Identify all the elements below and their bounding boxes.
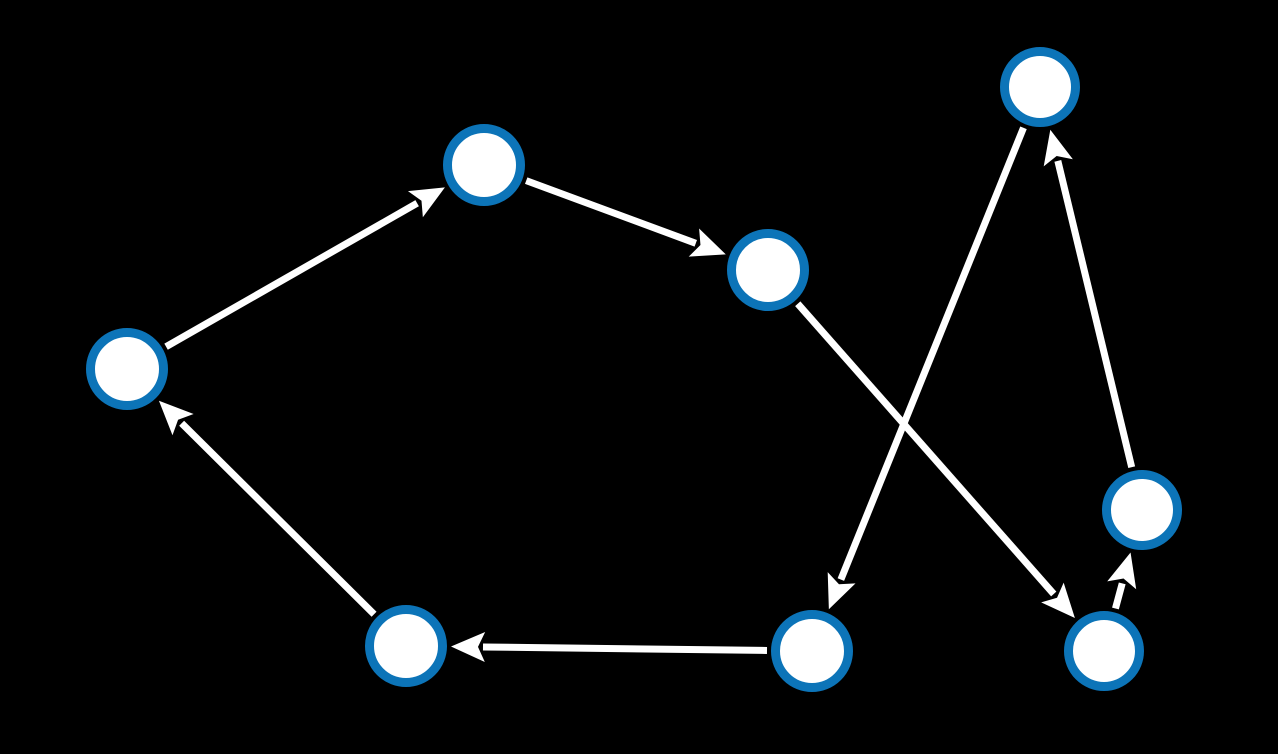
graph-node[interactable] (86, 328, 168, 410)
graph-edge-arrowhead (451, 631, 486, 662)
graph-edge-arrowhead (158, 400, 194, 436)
graph-edge-arrowhead (407, 187, 445, 218)
graph-edge (795, 301, 1057, 597)
graph-edge-arrowhead (1041, 582, 1075, 618)
graph-node[interactable] (1000, 47, 1080, 127)
graph-node[interactable] (1064, 611, 1144, 691)
graph-node[interactable] (1102, 470, 1182, 550)
graph-edge (524, 177, 697, 247)
graph-edge (482, 643, 768, 654)
edge-layer (158, 126, 1137, 662)
graph-node[interactable] (365, 605, 447, 687)
graph-edge-arrowhead (1107, 552, 1137, 590)
node-layer (86, 47, 1182, 692)
graph-edge (164, 200, 419, 350)
graph-edge (1112, 582, 1126, 610)
graph-node[interactable] (727, 229, 809, 311)
graph-edge-arrowhead (688, 228, 726, 257)
graph-node[interactable] (443, 124, 525, 206)
graph-edge (1054, 160, 1136, 469)
graph-edge (837, 126, 1027, 581)
graph-edge-arrowhead (1043, 129, 1073, 167)
graph-edge (179, 420, 377, 617)
graph-edge-arrowhead (827, 572, 856, 610)
graph-node[interactable] (771, 610, 853, 692)
